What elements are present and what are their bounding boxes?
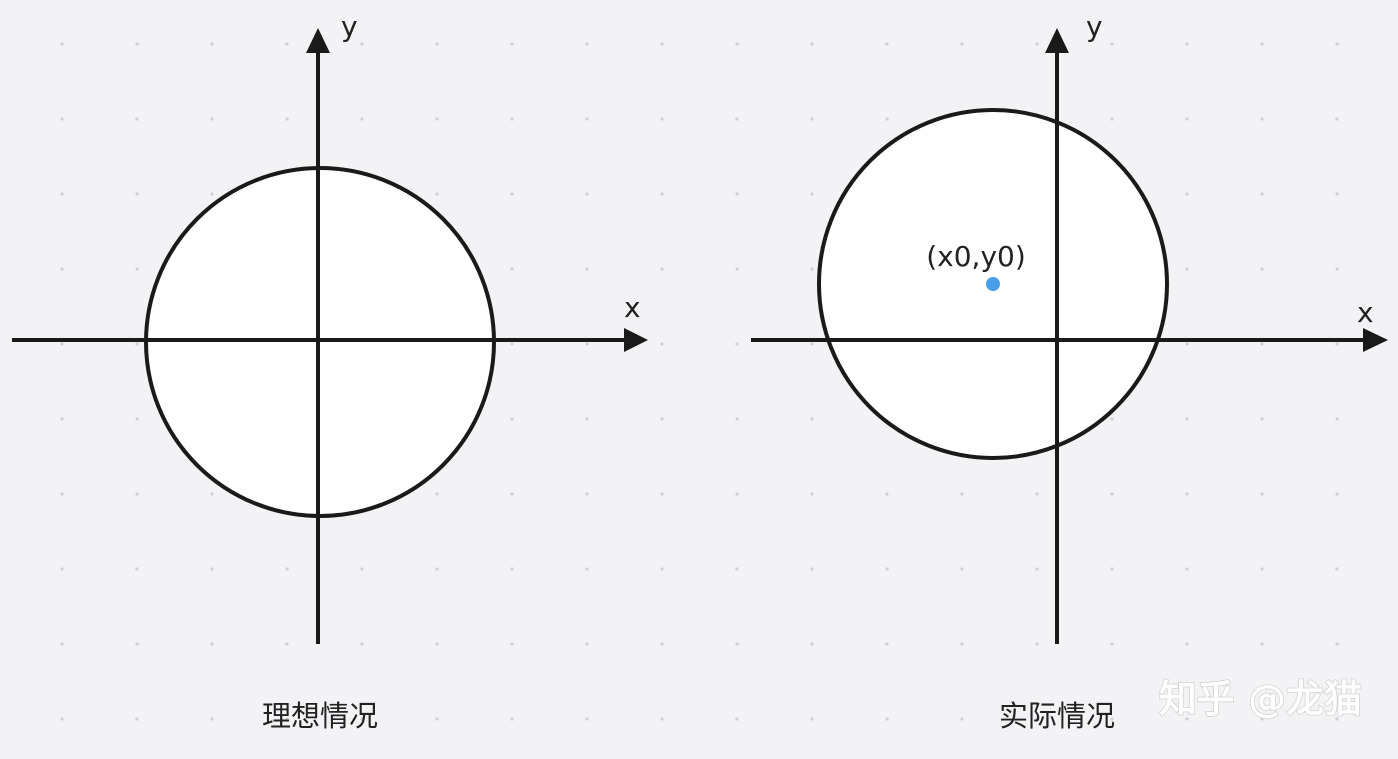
actual-x-arrow-icon [1363,328,1388,352]
actual-diagram: (x0,y0) x y 实际情况 [751,10,1388,733]
ideal-y-label: y [341,10,358,43]
actual-y-arrow-icon [1045,28,1069,53]
ideal-x-label: x [624,291,641,324]
ideal-caption: 理想情况 [262,699,378,733]
ideal-diagram: x y 理想情况 [12,10,648,733]
actual-x-label: x [1357,296,1374,329]
center-point [986,277,1000,291]
actual-y-label: y [1086,10,1103,43]
watermark: 知乎 @龙猫 [1159,677,1362,721]
ideal-y-arrow-icon [306,28,330,53]
actual-caption: 实际情况 [999,699,1115,733]
center-point-label: (x0,y0) [926,240,1026,273]
ideal-x-arrow-icon [624,328,648,352]
